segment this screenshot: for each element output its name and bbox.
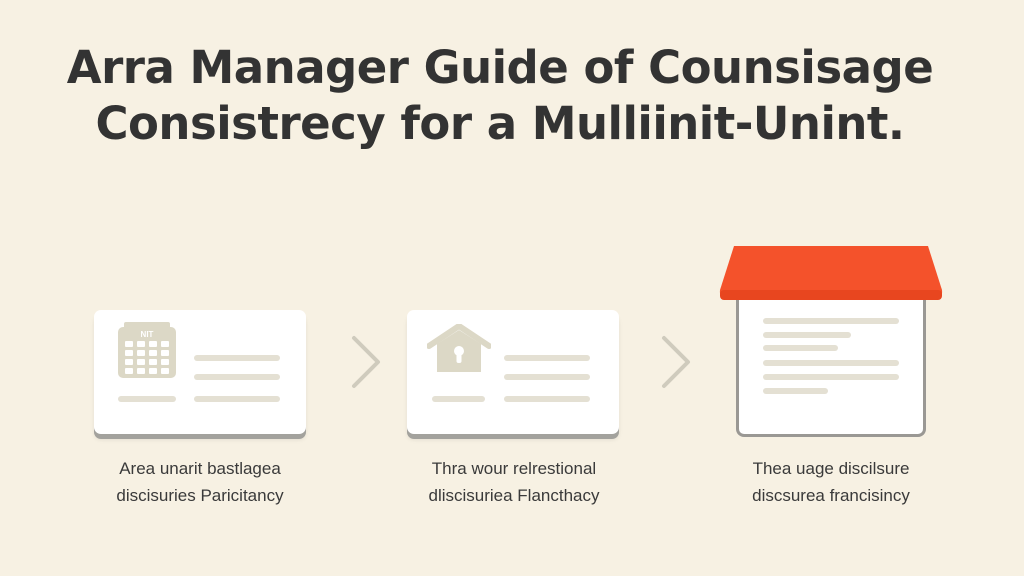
placeholder-line — [118, 396, 176, 402]
caption-line: discsurea francisincy — [752, 486, 910, 505]
placeholder-line — [763, 374, 899, 380]
step-caption-2: Thra wour relrestional dliscisuriea Flan… — [384, 455, 644, 509]
building-calendar-icon: NIT — [118, 322, 176, 378]
house-lock-icon — [426, 323, 492, 374]
placeholder-line — [763, 345, 838, 351]
caption-line: Thea uage discilsure — [752, 459, 910, 478]
step-card-1: NIT — [94, 310, 306, 434]
placeholder-line — [432, 396, 485, 402]
placeholder-line — [763, 332, 851, 338]
document-card — [736, 292, 926, 437]
caption-line: discisuries Paricitancy — [116, 486, 284, 505]
step-card-2 — [407, 310, 619, 434]
placeholder-line — [763, 318, 899, 324]
placeholder-line — [763, 360, 899, 366]
placeholder-line — [763, 388, 828, 394]
caption-line: Thra wour relrestional — [431, 459, 597, 478]
title-line-1: Arra Manager Guide of Counsisage — [66, 41, 934, 94]
placeholder-line — [194, 374, 280, 380]
caption-line: dliscisuriea Flancthacy — [428, 486, 600, 505]
placeholder-line — [504, 396, 590, 402]
placeholder-line — [504, 355, 590, 361]
step-caption-1: Area unarit bastlagea discisuries Parici… — [70, 455, 330, 509]
placeholder-line — [194, 396, 280, 402]
placeholder-line — [504, 374, 590, 380]
chevron-right-icon — [346, 330, 386, 390]
title-line-2: Consistrecy for a Mulliinit-Unint. — [95, 97, 905, 150]
placeholder-line — [194, 355, 280, 361]
chevron-right-icon — [656, 330, 696, 390]
caption-line: Area unarit bastlagea — [119, 459, 281, 478]
step-caption-3: Thea uage discilsure discsurea francisin… — [701, 455, 961, 509]
page-title: Arra Manager Guide of Counsisage Consist… — [0, 40, 1000, 152]
document-roof-icon — [718, 246, 944, 302]
svg-text:NIT: NIT — [141, 330, 154, 339]
